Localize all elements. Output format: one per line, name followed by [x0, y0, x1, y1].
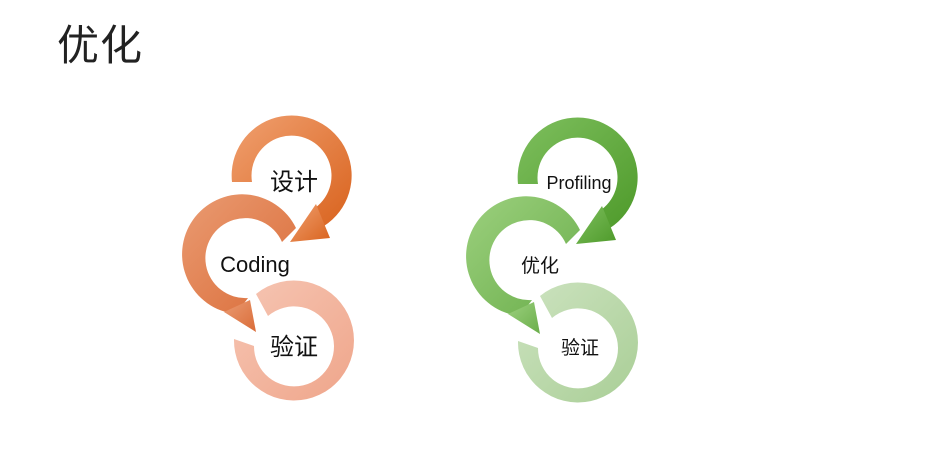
- left-middle-ring: [182, 194, 296, 332]
- ring-arrowhead: [508, 302, 540, 334]
- right-bottom-ring: [517, 282, 638, 403]
- ring-arc: [517, 282, 638, 403]
- right-top-ring: [517, 117, 638, 244]
- ring-arrowhead: [224, 300, 256, 332]
- ring-arc: [182, 194, 296, 314]
- right-middle-ring: [466, 196, 580, 334]
- right-label-verify: 验证: [561, 337, 599, 359]
- ring-arrowhead: [290, 204, 330, 242]
- left-top-ring: [231, 115, 352, 242]
- left-label-verify: 验证: [270, 333, 318, 361]
- left-bottom-ring: [233, 280, 354, 401]
- ring-arc: [466, 196, 580, 316]
- ring-arc: [517, 117, 638, 228]
- slide-title: 优化: [57, 21, 144, 70]
- ring-arc: [233, 280, 354, 401]
- right-cycle: Profiling 优化 验证: [466, 117, 638, 403]
- left-label-design: 设计: [270, 168, 318, 196]
- ring-arc: [231, 115, 352, 226]
- left-cycle: 设计 Coding 验证: [182, 115, 354, 401]
- right-label-profiling: Profiling: [546, 173, 611, 193]
- left-label-coding: Coding: [220, 252, 290, 277]
- ring-arrowhead: [576, 206, 616, 244]
- right-label-optimize: 优化: [521, 255, 559, 277]
